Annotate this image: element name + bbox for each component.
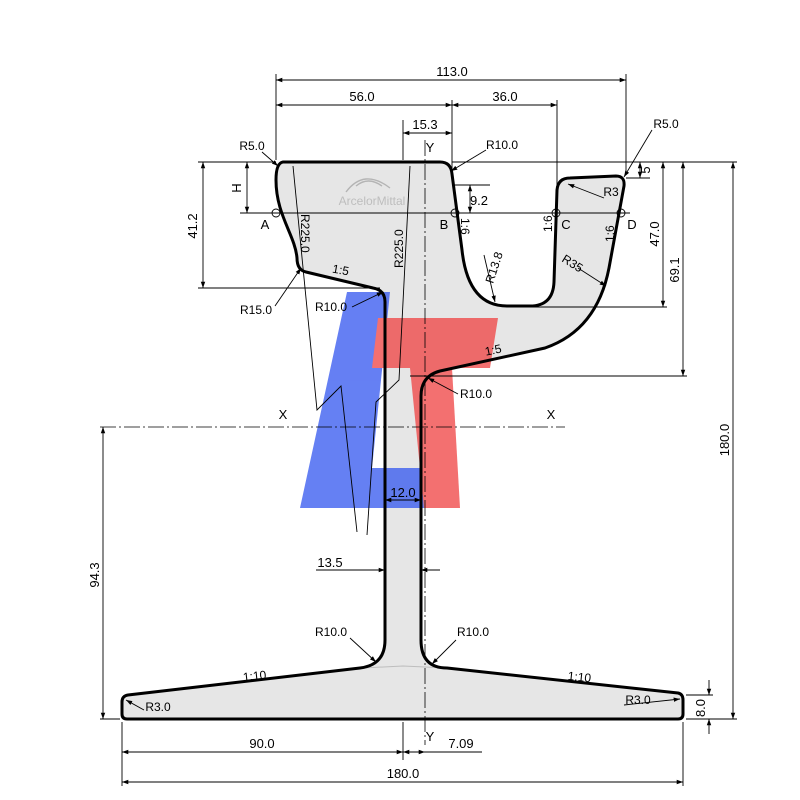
x-axis-label-left: X: [279, 407, 288, 422]
dim-web-center-to-b: 15.3: [412, 117, 437, 132]
reference-point-labels: A B C D: [261, 217, 637, 232]
radius-crown-left: R225.0: [298, 214, 312, 253]
radius-web-foot-left: R10.0: [315, 625, 347, 639]
point-c-label: C: [561, 217, 570, 232]
radius-foot-tip-left: R3.0: [145, 700, 171, 714]
radius-head-web-right: R10.0: [460, 387, 492, 401]
slope-c-wall: 1:6: [541, 215, 555, 232]
point-b-label: B: [440, 217, 449, 232]
slope-labels: 1:6 1:6 1:6 1:5 1:5 1:10 1:10: [242, 215, 617, 685]
lt-logo-blue-l: [300, 292, 430, 508]
dim-b-depth: 9.2: [470, 193, 488, 208]
slope-b-wall: 1:6: [458, 218, 472, 235]
radius-head-web-left: R10.0: [315, 300, 347, 314]
x-axis-label-right: X: [547, 407, 556, 422]
crown-radius-left-leader: [292, 165, 358, 533]
dim-groove-depth: 47.0: [647, 221, 662, 246]
point-d-marker: [615, 208, 627, 218]
dim-foot-width: 180.0: [387, 766, 420, 781]
radius-foot-tip-right: R3.0: [625, 693, 651, 707]
point-a-marker: [270, 208, 282, 218]
lt-logo-red-t-bar: [372, 318, 498, 368]
point-b-marker: [449, 208, 461, 218]
dim-rail-height: 180.0: [717, 424, 732, 457]
radius-labels: R5.0 R10.0 R5.0 R3 R225.0 R225.0 R13.8 R…: [145, 117, 679, 714]
dim-web-thickness: 12.0: [390, 485, 415, 500]
radius-gauge-corner: R10.0: [486, 138, 518, 152]
radius-crown-right: R225.0: [392, 229, 406, 268]
reference-point-markers: [270, 208, 627, 218]
point-a-label: A: [261, 217, 270, 232]
dimension-labels: 113.0 56.0 36.0 15.3 H 41.2 9.2 5 47.0 6…: [87, 64, 732, 781]
radius-head-underside: R15.0: [240, 303, 272, 317]
slope-foot-right: 1:10: [567, 669, 592, 685]
slope-head-underside-left: 1:5: [331, 262, 350, 279]
point-d-label: D: [627, 217, 636, 232]
dim-head-depth: 41.2: [185, 213, 200, 238]
radius-leader-lines: [125, 129, 681, 711]
slope-foot-left: 1:10: [242, 668, 267, 684]
dim-head-to-b: 56.0: [349, 89, 374, 104]
extension-lines: [100, 74, 737, 786]
dim-web-dimension: 13.5: [317, 555, 342, 570]
radius-web-foot-right: R10.0: [457, 625, 489, 639]
crown-radius-right-leader: [366, 165, 411, 536]
dim-guard-drop: 5: [638, 166, 653, 173]
dim-neutral-axis-height: 94.3: [87, 562, 102, 587]
point-c-marker: [550, 208, 562, 218]
arcelormittal-watermark: ArcelorMittal: [339, 178, 406, 208]
slope-d-wall: 1:6: [603, 225, 617, 242]
lt-logo: [300, 292, 498, 508]
dim-overall-head-width: 113.0: [436, 64, 468, 79]
dim-head-to-web: 69.1: [667, 257, 682, 282]
dim-gauge-height: H: [229, 183, 244, 192]
radius-groove-bottom: R13.8: [483, 250, 506, 285]
dim-foot-edge: 8.0: [693, 699, 708, 717]
foot-fill-shading: [361, 665, 448, 669]
dim-axis-offset: 7.09: [448, 736, 473, 751]
dim-groove-width: 36.0: [492, 89, 517, 104]
radius-guard-inner: R3: [603, 185, 619, 199]
arcelormittal-swoosh-icon: [345, 178, 391, 193]
y-axis-label-bottom: Y: [426, 729, 435, 744]
dimension-lines: [100, 77, 736, 785]
radius-top-left-corner: R5.0: [239, 139, 265, 153]
slope-head-underside-right: 1:5: [484, 341, 504, 358]
y-axis-label-top: Y: [426, 140, 435, 155]
dim-half-foot: 90.0: [249, 736, 274, 751]
radius-guard-corner: R5.0: [653, 117, 679, 131]
watermark-text: ArcelorMittal: [339, 194, 406, 208]
axis-labels: Y Y X X: [279, 140, 556, 744]
